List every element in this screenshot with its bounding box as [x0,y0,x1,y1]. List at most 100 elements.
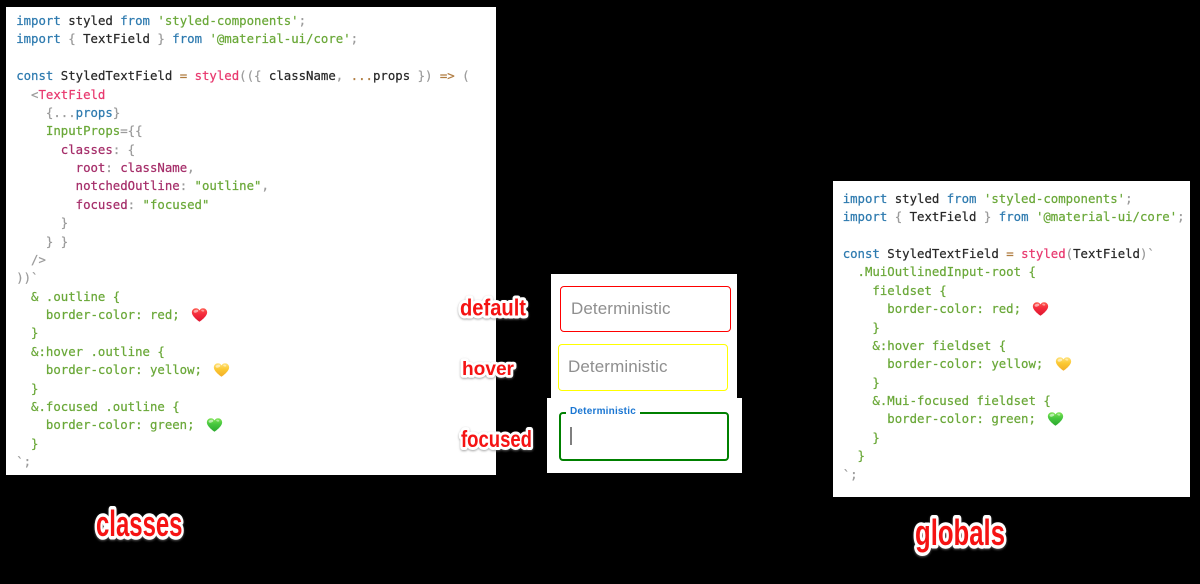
code-token: : { [112,142,136,157]
code-line: {...props} [16,104,469,122]
label-hover-text: hover [462,359,515,380]
code-line: } [16,214,469,232]
code-line: `; [16,453,469,471]
code-token: "outline" [187,179,262,194]
textfield-default-placeholder: Deterministic [571,298,671,318]
code-line: import { TextField } from '@material-ui/… [16,30,469,48]
textfield-focused-label: Deterministic [566,406,640,417]
code-token: } [842,449,865,464]
code-line: classes: { [16,141,469,159]
code-line [16,49,469,67]
code-token: {... [16,105,76,120]
code-token: ; [1177,210,1185,225]
code-token: from [164,32,203,47]
red-heart-icon [191,307,208,322]
code-line: &.focused .outline { [16,398,469,416]
code-token: className [261,69,336,84]
code-token: focused [16,197,128,212]
textfield-hover[interactable]: Deterministic [558,344,728,391]
code-token: const [16,69,54,84]
textfield-focused[interactable] [559,412,729,461]
code-token: `; [16,455,32,470]
code-token: border-color: red; [16,308,188,323]
textfield-hover-placeholder: Deterministic [568,357,668,376]
code-token: => [432,69,455,84]
label-hover: hover [459,356,517,383]
code-line: /> [16,251,469,269]
code-token: = [1006,247,1014,262]
code-token: } } [16,234,69,249]
code-line: border-color: yellow; [16,361,469,379]
code-token: const [842,247,880,262]
label-default: default [457,292,529,324]
code-token: border-color: yellow; [842,357,1051,372]
code-token: '@material-ui/core' [1028,210,1178,225]
code-token: } [842,320,880,335]
code-token: import [16,14,61,29]
code-token: TextField [38,87,106,102]
code-token: border-color: yellow; [16,363,210,378]
label-default-text: default [460,295,526,321]
code-token: { [887,210,903,225]
code-token: props [372,69,411,84]
code-token: }) [410,69,433,84]
code-token: , [187,161,195,176]
yellow-heart-icon [1055,356,1071,371]
code-token: = [179,69,188,84]
code-line: import styled from 'styled-components'; [16,12,469,30]
code-line: focused: "focused" [16,196,469,214]
code-line: } [16,435,469,453]
code-line: root: className, [16,159,469,177]
code-token: TextField [902,210,984,225]
code-token: 'styled-components' [976,191,1126,206]
caption-globals: globals [911,509,1008,557]
code-line: } } [16,233,469,251]
code-token: styled [1013,247,1066,262]
code-token: { [60,32,76,47]
code-globals: import styled from 'styled-components';i… [843,190,1185,484]
code-token: ( [1065,247,1074,262]
label-focused: focused [458,423,535,455]
code-token: < [16,87,39,102]
code-token: ))` [16,271,39,286]
code-line: &.Mui-focused fieldset { [843,392,1185,410]
code-token: } [16,381,39,396]
code-classes: import styled from 'styled-components';i… [16,12,470,471]
red-heart-icon [1033,301,1049,316]
code-token: ={{ [120,124,143,139]
code-line: border-color: yellow; [843,355,1185,373]
caption-classes: classes [92,499,186,547]
code-line: } [16,380,469,398]
code-line: fieldset { [843,282,1185,300]
code-token: : [127,197,136,212]
caption-globals-text: globals [915,512,1005,553]
code-line: &:hover .outline { [16,343,469,361]
code-line: } [843,319,1185,337]
code-line: } [843,447,1185,465]
code-token: styled [887,191,947,206]
textfield-default[interactable]: Deterministic [560,286,731,332]
code-panel-classes: import styled from 'styled-components';i… [6,7,496,475]
code-token: } [157,32,165,47]
code-line: <TextField [16,86,469,104]
caption-classes-text: classes [96,503,183,544]
code-token: &:hover fieldset { [842,338,1007,353]
code-token: border-color: green; [16,418,202,433]
green-heart-icon [1048,412,1064,426]
code-line: } [843,374,1185,392]
code-token: 'styled-components' [149,14,299,29]
code-token: import [16,32,61,47]
code-token: border-color: green; [842,412,1044,427]
code-token: import [842,210,888,225]
code-line: ))` [16,269,469,287]
code-line [843,227,1185,245]
code-line: &:hover fieldset { [843,337,1185,355]
code-line: } [16,324,469,342]
code-token: fieldset { [842,283,947,298]
code-token: ( [454,69,470,84]
code-token: ; [298,14,307,29]
code-token: } [16,216,69,231]
code-token: styled [187,69,240,84]
code-token: : [105,161,113,176]
code-line: .MuiOutlinedInput-root { [843,263,1185,281]
